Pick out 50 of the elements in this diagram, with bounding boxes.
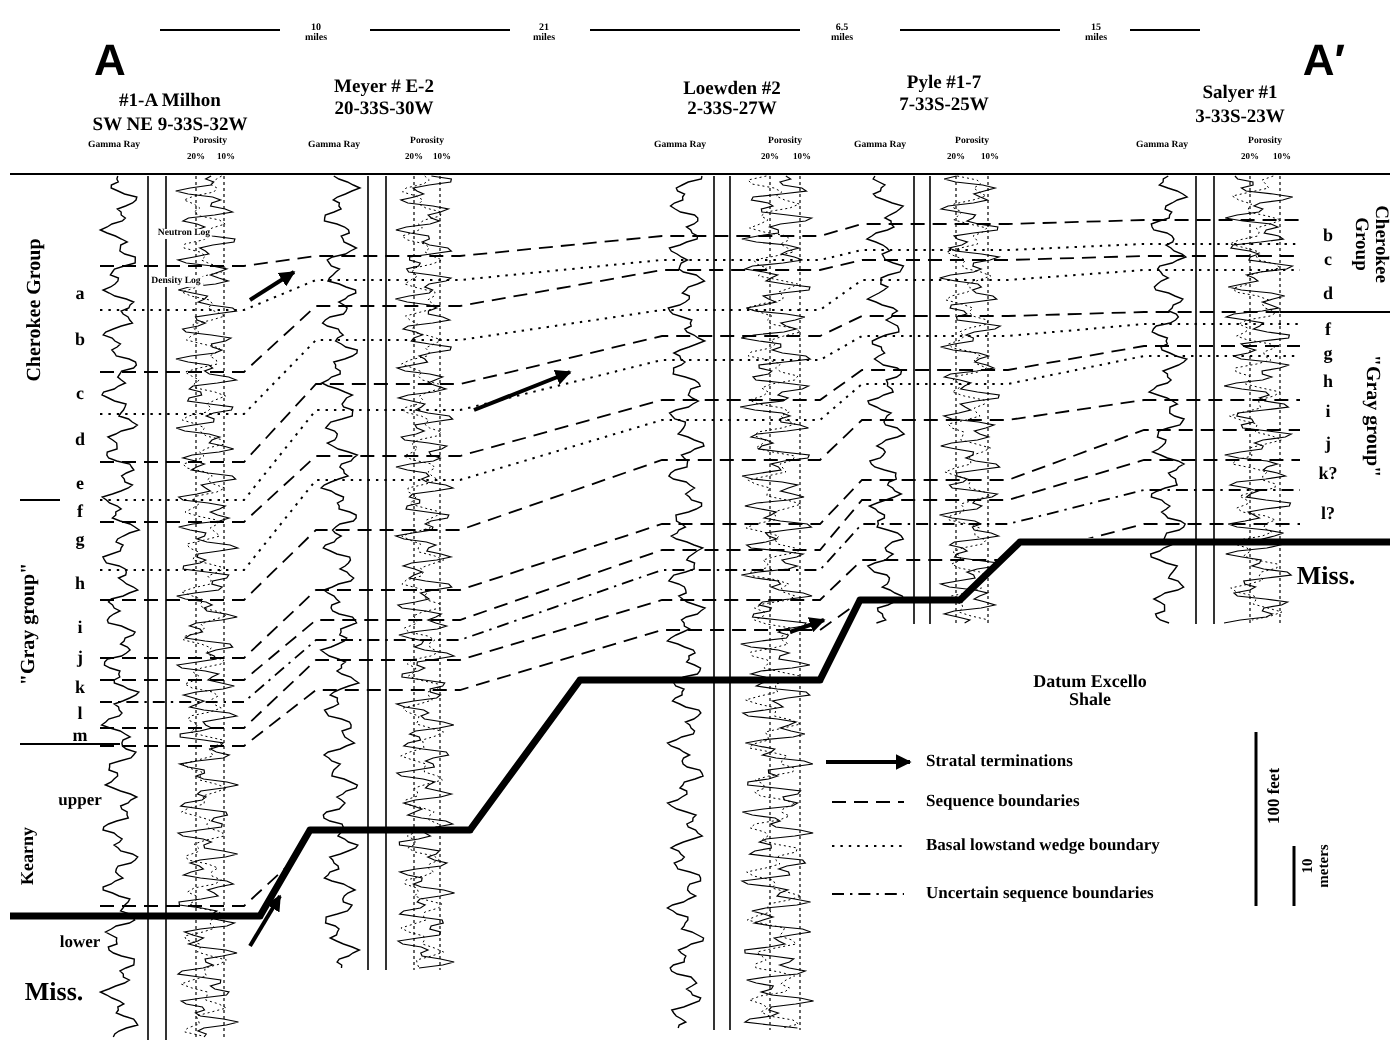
legend-text: Stratal terminations: [926, 750, 1073, 770]
well-name: Meyer # E-2: [334, 80, 434, 100]
unit-letter: i: [1325, 402, 1331, 422]
well-name: #1-A Milhon: [119, 94, 221, 114]
unit-name: lower: [59, 933, 101, 951]
well-name: Salyer #1: [1202, 86, 1278, 106]
well-name: Pyle #1-7: [906, 76, 982, 96]
unit-letter: e: [76, 474, 84, 494]
unit-letter: k?: [1318, 464, 1338, 484]
well-location: 20-33S-30W: [334, 102, 434, 122]
group-name: Cherokee Group: [25, 238, 47, 382]
unit-letter: c: [76, 384, 84, 404]
well-location: 2-33S-27W: [687, 102, 777, 122]
formation-name: Kearny: [18, 827, 38, 885]
legend-text: Sequence boundaries: [926, 790, 1080, 810]
datum-label: Datum Excello Shale: [1031, 673, 1149, 711]
unit-letter: b: [75, 330, 85, 350]
unit-letter: h: [1323, 372, 1333, 392]
unit-letter: i: [77, 618, 83, 638]
unit-letter: d: [75, 430, 85, 450]
well-name: Loewden #2: [683, 82, 781, 101]
section-end-letter: A: [94, 36, 126, 84]
unit-letter: l?: [1321, 504, 1335, 524]
unit-letter: j: [1325, 434, 1331, 454]
unit-letter: f: [1325, 320, 1331, 340]
unit-letter: b: [1323, 226, 1333, 246]
group-name: "Gray group": [1359, 354, 1381, 478]
unit-letter: l: [77, 704, 83, 724]
unit-letter: j: [77, 648, 83, 668]
section-end-letter: A′: [1302, 36, 1346, 84]
legend-text: Basal lowstand wedge boundary: [926, 834, 1160, 854]
group-name: Cherokee Group: [1348, 203, 1388, 287]
unit-letter: g: [1323, 344, 1333, 364]
group-name: "Gray group": [19, 562, 41, 686]
legend-text: Uncertain sequence boundaries: [926, 882, 1154, 902]
unit-letter: a: [75, 284, 85, 304]
well-location: 3-33S-23W: [1195, 110, 1285, 130]
unit-letter: f: [77, 502, 83, 522]
unit-name: Miss.: [24, 978, 84, 1006]
unit-letter: c: [1324, 250, 1332, 270]
unit-letter: h: [75, 574, 85, 594]
scale-label: 100 feet: [1265, 767, 1283, 825]
well-location: SW NE 9-33S-32W: [92, 118, 248, 137]
well-location: 7-33S-25W: [899, 98, 989, 118]
unit-letter: m: [72, 726, 88, 746]
unit-letter: k: [75, 678, 85, 698]
unit-name: upper: [58, 791, 102, 809]
unit-name: Miss.: [1296, 562, 1356, 590]
unit-letter: g: [75, 530, 85, 550]
unit-letter: d: [1323, 284, 1333, 304]
